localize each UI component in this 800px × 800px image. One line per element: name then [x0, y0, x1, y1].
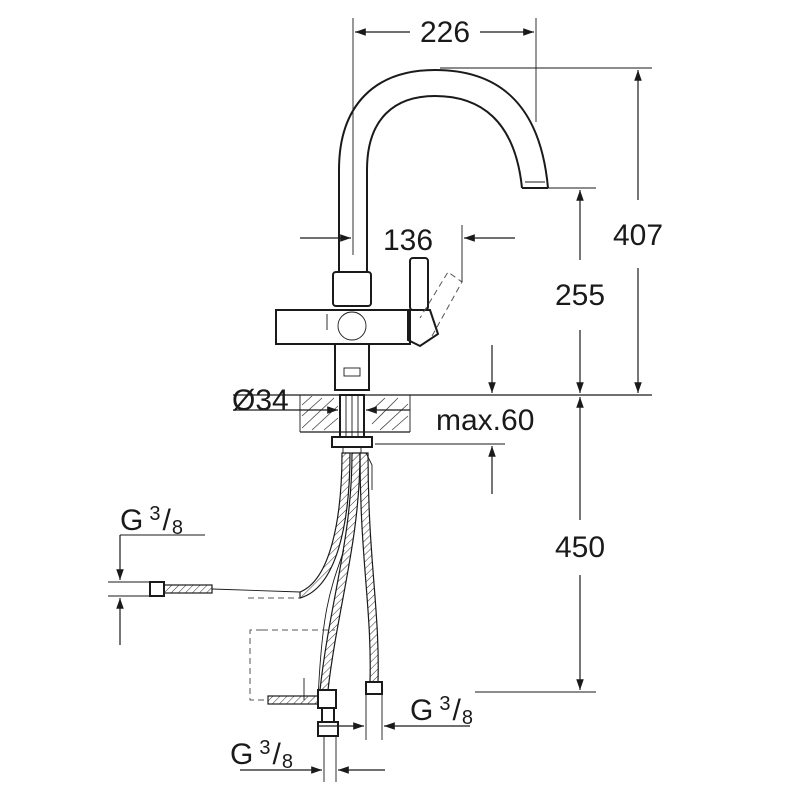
label-counter-thickness: max.60 [436, 404, 534, 437]
handle-lever [407, 257, 463, 348]
faucet-body [275, 271, 411, 391]
faucet-spout [338, 68, 549, 272]
dim-total-height [440, 67, 652, 393]
dim-spout-reach [352, 18, 537, 255]
dim-thread-upper-left [108, 534, 205, 645]
label-handle-offset: 136 [383, 224, 433, 257]
supply-fittings [149, 581, 383, 737]
dim-hose-length [475, 397, 596, 693]
hoses [299, 452, 379, 701]
label-total-height: 407 [613, 219, 663, 252]
label-spout-height: 255 [555, 279, 605, 312]
counter-hatching [301, 395, 409, 431]
label-spout-reach: 226 [420, 16, 470, 49]
label-base-diameter: Ø34 [232, 384, 289, 417]
dim-thread-bottom [240, 736, 385, 782]
label-hose-length: 450 [555, 531, 605, 564]
dim-spout-height [548, 187, 596, 393]
dim-thread-lower-right [318, 694, 470, 740]
counter-top [233, 394, 652, 433]
mounting-shank [331, 394, 373, 454]
dim-counter-thickness [375, 345, 505, 494]
dim-handle-offset [300, 225, 515, 282]
dashed-outlines [248, 597, 335, 701]
